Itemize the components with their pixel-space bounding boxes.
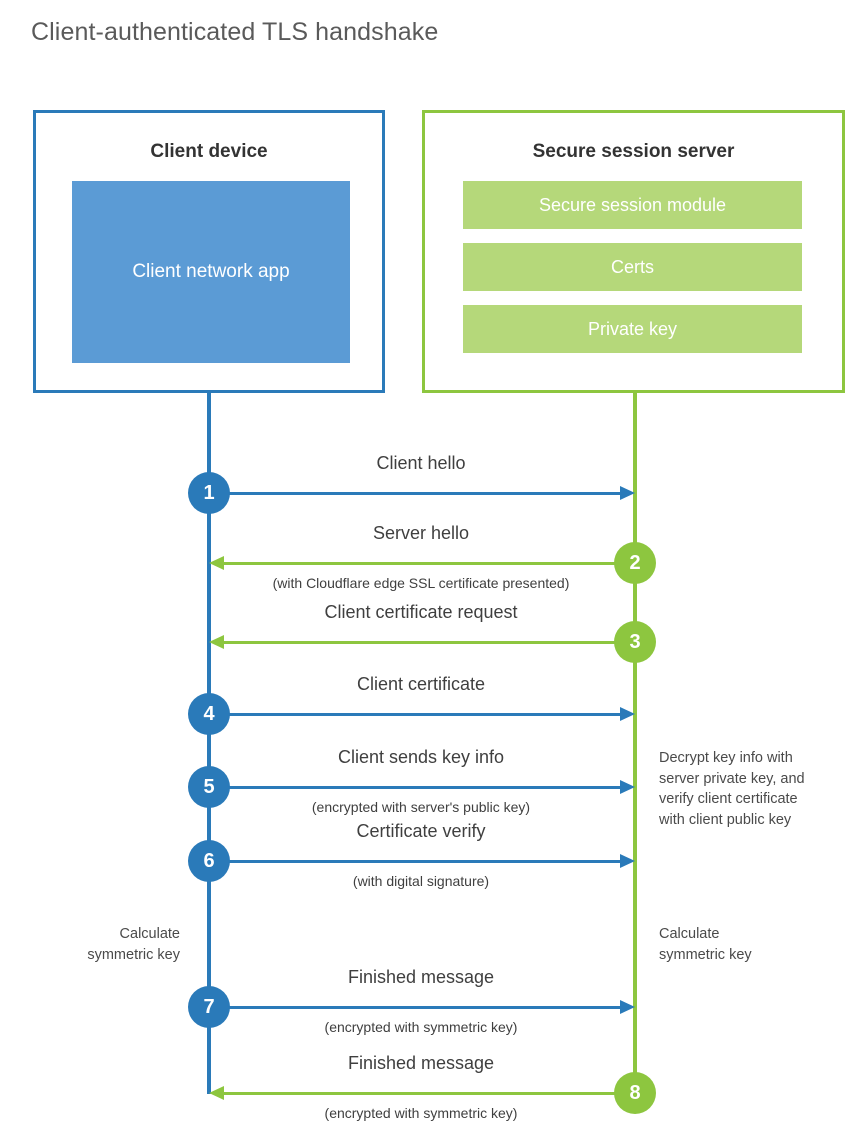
annotation-client-calculate-symmetric-key: Calculate symmetric key: [40, 924, 180, 966]
annotation-line: symmetric key: [87, 947, 180, 964]
arrow-shaft-2: [216, 562, 633, 565]
message-label-primary-8: Finished message: [347, 1053, 495, 1073]
step-circle-6[interactable]: 6: [188, 840, 230, 882]
arrow-head-4: [620, 707, 635, 721]
arrow-head-8: [209, 1086, 224, 1100]
step-circle-5[interactable]: 5: [188, 766, 230, 808]
step-circle-3[interactable]: 3: [614, 621, 656, 663]
annotation-server-decrypt: Decrypt key info with server private key…: [659, 748, 849, 830]
client-network-app-box: Client network app: [72, 181, 350, 363]
annotation-line: Calculate: [659, 926, 720, 942]
step-circle-7[interactable]: 7: [188, 986, 230, 1028]
arrow-head-6: [620, 854, 635, 868]
message-label-primary-5: Client sends key info: [337, 747, 505, 767]
server-component-certs: Certs: [463, 243, 802, 291]
client-device-title: Client device: [150, 141, 268, 162]
page-title: Client-authenticated TLS handshake: [31, 18, 439, 46]
arrow-shaft-7: [209, 1006, 625, 1009]
secure-session-server-box: Secure session server Secure session mod…: [422, 110, 845, 393]
step-circle-8[interactable]: 8: [614, 1072, 656, 1114]
step-circle-1[interactable]: 1: [188, 472, 230, 514]
arrow-shaft-8: [216, 1092, 633, 1095]
annotation-line: Calculate: [119, 926, 180, 942]
arrow-shaft-6: [209, 860, 625, 863]
message-label-primary-2: Server hello: [372, 523, 470, 543]
arrow-head-3: [209, 635, 224, 649]
message-label-secondary-8: (encrypted with symmetric key): [324, 1105, 518, 1121]
annotation-line: server private key, and: [659, 770, 805, 787]
message-label-primary-1: Client hello: [376, 453, 466, 473]
client-device-box: Client device Client network app: [33, 110, 385, 393]
message-label-secondary-7: (encrypted with symmetric key): [324, 1019, 518, 1035]
arrow-shaft-3: [216, 641, 633, 644]
client-lifeline: [207, 393, 211, 1094]
server-component-private-key: Private key: [463, 305, 802, 353]
arrow-shaft-5: [209, 786, 625, 789]
arrow-head-5: [620, 780, 635, 794]
arrow-shaft-4: [209, 713, 625, 716]
server-component-secure-session-module: Secure session module: [463, 181, 802, 229]
annotation-line: Decrypt key info with: [659, 750, 793, 766]
server-lifeline: [633, 393, 637, 1094]
annotation-line: with client public key: [659, 811, 792, 828]
secure-session-server-title: Secure session server: [532, 141, 735, 162]
message-label-primary-3: Client certificate request: [324, 602, 518, 622]
annotation-line: symmetric key: [659, 947, 752, 964]
arrow-head-7: [620, 1000, 635, 1014]
annotation-server-calculate-symmetric-key: Calculate symmetric key: [659, 924, 839, 966]
message-label-primary-4: Client certificate: [356, 674, 486, 694]
arrow-head-1: [620, 486, 635, 500]
message-label-primary-6: Certificate verify: [356, 821, 486, 841]
arrow-head-2: [209, 556, 224, 570]
step-circle-4[interactable]: 4: [188, 693, 230, 735]
message-label-secondary-2: (with Cloudflare edge SSL certificate pr…: [272, 575, 570, 591]
annotation-line: verify client certificate: [659, 791, 798, 808]
message-label-secondary-5: (encrypted with server's public key): [311, 799, 531, 815]
message-label-secondary-6: (with digital signature): [352, 873, 490, 889]
step-circle-2[interactable]: 2: [614, 542, 656, 584]
message-label-primary-7: Finished message: [347, 967, 495, 987]
arrow-shaft-1: [209, 492, 625, 495]
